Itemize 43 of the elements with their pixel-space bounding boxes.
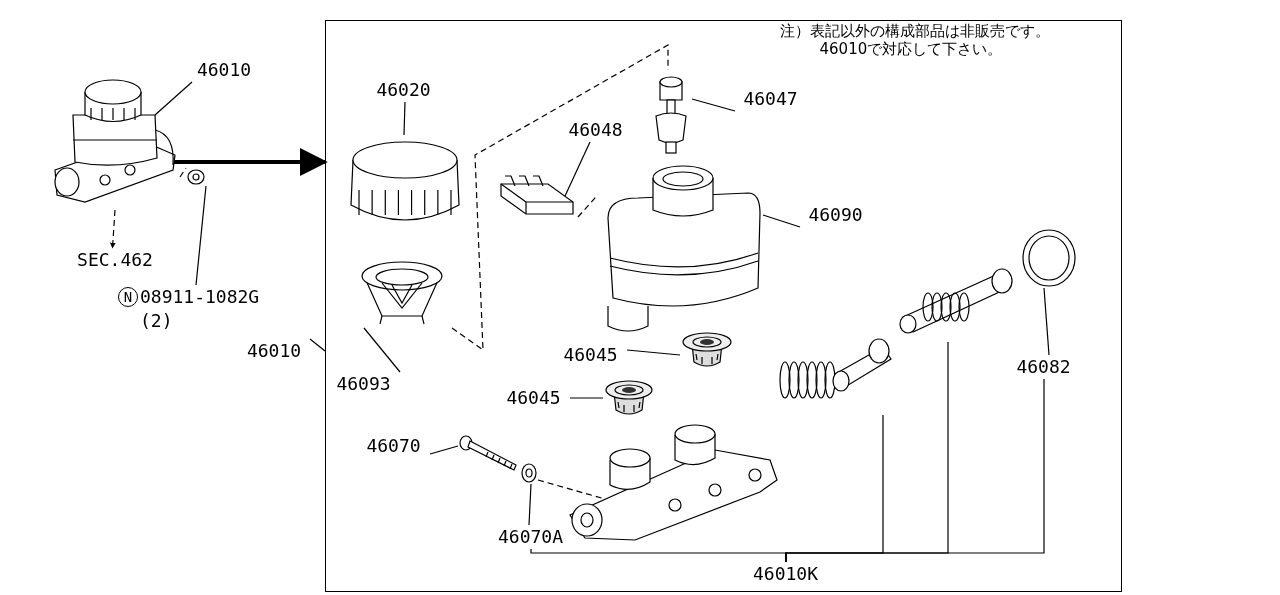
grommet-drawing (679, 329, 735, 370)
note-text: 46010で対応して下さい。 (819, 39, 1003, 59)
assembly-line (451, 43, 669, 352)
leader-line (154, 81, 193, 116)
assembly-line (179, 167, 187, 178)
leader-line (569, 397, 604, 399)
callout-number: 46010 (238, 339, 310, 363)
leader-line (363, 327, 401, 373)
nut-drawing (186, 168, 206, 186)
bolt-drawing (457, 434, 518, 473)
callout-number: 46010K (749, 561, 822, 586)
seal-ring-drawing (1019, 227, 1078, 288)
callout-number: 46045 (554, 342, 627, 367)
grommet-drawing (602, 377, 655, 418)
callout-number: 46020 (367, 77, 440, 102)
callout-number: SEC.462 (65, 248, 165, 272)
leader-line (785, 378, 1045, 563)
callout-number: 46048 (559, 117, 632, 142)
callout-number: 46045 (497, 385, 570, 410)
leader-line (528, 483, 532, 526)
callout-number: 46070 (357, 433, 430, 458)
quantity-text: (2) (139, 309, 173, 333)
note-text: 注）表記以外の構成部品は非販売です。 (779, 21, 1050, 41)
leader-line (1043, 287, 1050, 356)
callout-number: 46082 (1007, 354, 1080, 379)
leader-line (403, 101, 406, 136)
leader-line (564, 141, 591, 197)
leader-line (195, 185, 207, 286)
parts-frame (325, 20, 1122, 592)
leader-line (691, 98, 736, 112)
leader-line (429, 445, 459, 455)
callout-number: 46010 (188, 58, 260, 82)
callout-number: 46090 (799, 202, 872, 227)
callout-number: 46093 (327, 371, 400, 396)
arrow (173, 148, 328, 176)
callout-number: 46047 (734, 86, 807, 111)
part-number: 08911-1082G (140, 285, 260, 309)
washer-drawing (519, 461, 538, 484)
dashed-arrow (109, 209, 116, 249)
leader-line (309, 338, 326, 352)
leader-line (762, 214, 801, 228)
callout-number: 46070A (491, 524, 570, 549)
leader-line (626, 349, 681, 356)
